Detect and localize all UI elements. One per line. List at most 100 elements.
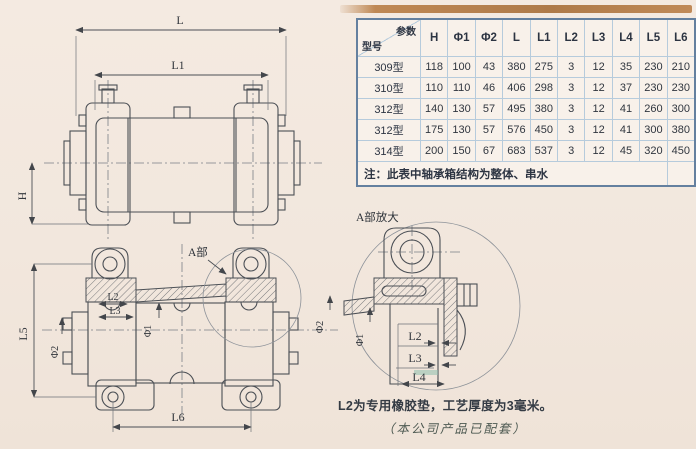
value-cell: 450 [666, 140, 694, 161]
detail-dim-label-phi1: Φ1 [355, 334, 366, 346]
value-cell: 495 [502, 98, 530, 119]
left-cap-section [85, 277, 137, 303]
seal-groove [381, 285, 427, 297]
column-header-6: L2 [556, 20, 584, 56]
value-cell: 12 [584, 140, 612, 161]
center-plug-top [173, 106, 191, 119]
value-cell: 380 [502, 56, 530, 77]
center-plug-bottom [173, 211, 191, 224]
right-bearing-housing [233, 102, 279, 226]
corner-label-model: 型号 [362, 42, 382, 53]
model-cell: 310型 [358, 77, 420, 98]
drum-body [95, 117, 269, 213]
value-cell: 406 [502, 77, 530, 98]
value-cell: 37 [611, 77, 640, 98]
value-cell: 683 [502, 140, 530, 161]
table-corner-cell: 参数 型号 [358, 20, 420, 56]
value-cell: 275 [529, 56, 557, 77]
detail-view-title: A部放大 [356, 210, 399, 224]
column-header-1: H [420, 20, 447, 56]
value-cell: 200 [420, 140, 448, 161]
column-header-2: Φ1 [447, 20, 474, 56]
detail-a-callout: A部 [188, 245, 208, 259]
detail-dim-label-L4: L4 [412, 370, 425, 384]
section-view-drawing [42, 244, 338, 420]
value-cell: 110 [420, 77, 448, 98]
right-cap-section [225, 277, 277, 303]
corner-label-param: 参数 [396, 27, 416, 38]
inner-cavity [135, 302, 226, 384]
model-cell: 312型 [358, 119, 420, 140]
left-lug [91, 247, 129, 278]
dim-label-L: L [176, 13, 183, 27]
dim-label-L1: L1 [171, 58, 184, 72]
detail-lug [383, 227, 441, 278]
value-cell: 175 [420, 119, 448, 140]
value-cell: 100 [447, 56, 475, 77]
right-housing-body [224, 301, 274, 387]
value-cell: 230 [639, 77, 667, 98]
value-cell: 41 [611, 119, 640, 140]
value-cell: 41 [611, 98, 640, 119]
detail-dim-label-L3: L3 [408, 351, 421, 365]
model-cell: 309型 [358, 56, 420, 77]
rubber-pad [414, 370, 438, 375]
dim-label-phi2-left: Φ2 [50, 346, 61, 358]
value-cell: 537 [529, 140, 557, 161]
value-cell: 57 [474, 98, 503, 119]
value-cell: 3 [556, 98, 585, 119]
value-cell: 300 [639, 119, 667, 140]
detail-cap-section [373, 277, 445, 305]
detail-bolt [456, 283, 478, 307]
value-cell: 118 [420, 56, 448, 77]
column-header-10: L6 [666, 20, 694, 56]
value-cell: 450 [529, 119, 557, 140]
value-cell: 46 [474, 77, 503, 98]
right-lug [232, 247, 270, 278]
value-cell: 210 [666, 56, 694, 77]
detail-a-circle [202, 248, 302, 348]
detail-dim-label-L2: L2 [408, 329, 421, 343]
detail-view-drawing: A部放大 L2 L3 L4 [343, 210, 521, 391]
value-cell: 576 [502, 119, 530, 140]
dim-label-L2: L2 [107, 292, 118, 303]
footnote-company: （本公司产品已配套） [382, 422, 528, 436]
value-cell: 110 [447, 77, 475, 98]
model-cell: 314型 [358, 140, 420, 161]
value-cell: 57 [474, 119, 503, 140]
value-cell: 35 [611, 56, 640, 77]
value-cell: 230 [639, 56, 667, 77]
dim-label-L6: L6 [171, 410, 184, 424]
top-view-drawing [44, 80, 322, 240]
value-cell: 3 [556, 56, 585, 77]
value-cell: 320 [639, 140, 667, 161]
column-header-5: L1 [529, 20, 557, 56]
column-header-7: L3 [584, 20, 611, 56]
table-note: 注：此表中轴承箱结构为整体、串水 [358, 161, 667, 185]
value-cell: 45 [611, 140, 640, 161]
value-cell: 300 [666, 98, 694, 119]
grease-fitting [101, 88, 115, 104]
detail-web-section [343, 296, 375, 316]
detail-boundary-circle [351, 221, 521, 391]
scan-fold-strip [340, 5, 692, 13]
value-cell: 150 [447, 140, 475, 161]
value-cell: 130 [447, 98, 475, 119]
value-cell: 298 [529, 77, 557, 98]
left-foot [95, 379, 155, 411]
value-cell: 67 [474, 140, 503, 161]
value-cell: 3 [556, 77, 585, 98]
dim-label-L5: L5 [16, 327, 30, 340]
section-view-dimensions: L5 L6 Φ2 L2 L3 Φ1 Φ2 A部 [16, 245, 334, 432]
value-cell: 260 [639, 98, 667, 119]
detail-wall-section [443, 277, 458, 357]
column-header-3: Φ2 [474, 20, 502, 56]
value-cell: 380 [529, 98, 557, 119]
value-cell: 12 [584, 119, 612, 140]
footnote-rubber-pad: L2为专用橡胶垫，工艺厚度为3毫米。 [338, 399, 553, 413]
dim-label-phi1: Φ1 [143, 325, 154, 337]
dim-label-H: H [15, 191, 29, 200]
